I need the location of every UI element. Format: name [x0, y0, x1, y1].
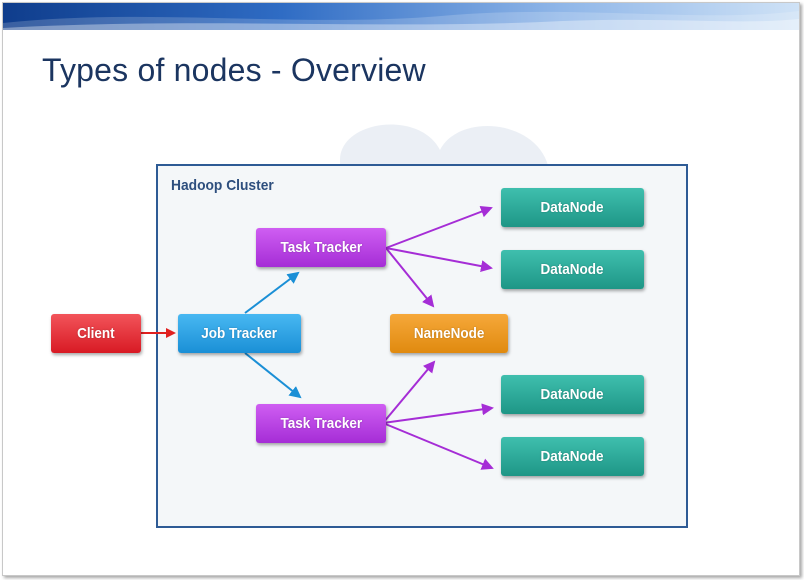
- data-node-1: DataNode: [501, 188, 644, 227]
- header-band: [3, 3, 799, 30]
- page-title: Types of nodes - Overview: [42, 52, 426, 88]
- client-node-label: Client: [77, 325, 115, 342]
- header-wave-decoration: [3, 11, 799, 30]
- task-tracker-bottom-node: Task Tracker: [256, 404, 386, 443]
- data-node-4-label: DataNode: [540, 448, 604, 465]
- name-node: NameNode: [390, 314, 508, 353]
- data-node-2: DataNode: [501, 250, 644, 289]
- arrow-jobtracker-to-tasktracker-top: [244, 271, 300, 314]
- arrow-tasktracker-bottom-to-namenode: [382, 360, 436, 424]
- arrow-tasktracker-top-to-datanode-1: [385, 205, 493, 249]
- name-node-label: NameNode: [413, 325, 485, 342]
- data-node-2-label: DataNode: [540, 261, 604, 278]
- data-node-3: DataNode: [501, 375, 644, 414]
- arrow-tasktracker-top-to-namenode: [385, 247, 435, 308]
- task-tracker-top-node-label: Task Tracker: [280, 239, 362, 256]
- job-tracker-node: Job Tracker: [178, 314, 301, 353]
- task-tracker-bottom-node-label: Task Tracker: [280, 415, 362, 432]
- client-node: Client: [51, 314, 141, 353]
- data-node-4: DataNode: [501, 437, 644, 476]
- task-tracker-top-node: Task Tracker: [256, 228, 386, 267]
- data-node-3-label: DataNode: [540, 386, 604, 403]
- arrow-tasktracker-top-to-datanode-2: [385, 247, 493, 273]
- data-node-1-label: DataNode: [540, 199, 604, 216]
- cluster-label: Hadoop Cluster: [171, 177, 274, 194]
- arrow-tasktracker-bottom-to-datanode-3: [382, 403, 494, 424]
- arrow-tasktracker-bottom-to-datanode-4: [382, 422, 494, 470]
- job-tracker-node-label: Job Tracker: [201, 325, 278, 342]
- arrow-jobtracker-to-tasktracker-bottom: [244, 352, 302, 399]
